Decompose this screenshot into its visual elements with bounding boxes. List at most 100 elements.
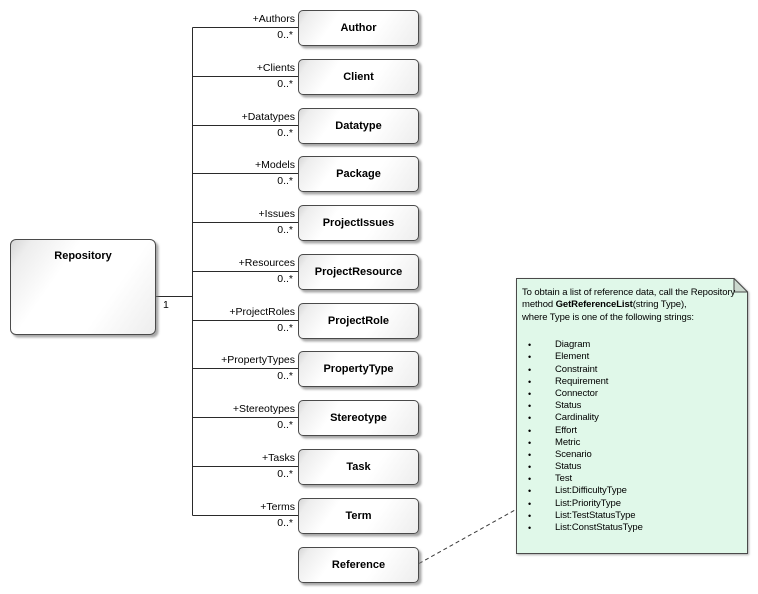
bullet-icon: •	[528, 449, 532, 460]
note-bullet-item: • List:TestStatusType	[522, 510, 746, 522]
role-label-resources: +Resources	[238, 257, 295, 269]
bullet-text: Requirement	[555, 375, 609, 387]
note-bullet-item: • Cardinality	[522, 412, 746, 424]
note-bullet-item: • List:ConstStatusType	[522, 522, 746, 534]
bullet-text: Scenario	[555, 448, 592, 460]
bullet-text: Connector	[555, 387, 598, 399]
note-bullet-item: • Status	[522, 400, 746, 412]
note-bullet-list: •Diagram•Element•Constraint•Requirement•…	[522, 339, 746, 534]
note-bullet-item: •List:DifficultyType	[522, 485, 746, 497]
note-bullet-item: • Element	[522, 351, 746, 363]
bullet-text: List:PriorityType	[555, 497, 621, 509]
class-name-label: Reference	[331, 559, 386, 571]
note-line-3: where Type is one of the following strin…	[522, 311, 694, 323]
role-label-issues: +Issues	[258, 208, 295, 220]
note-fold-corner-icon	[733, 278, 748, 293]
class-node-projectissues[interactable]: ProjectIssues	[298, 205, 419, 241]
bullet-icon: •	[528, 413, 532, 424]
bullet-text: Element	[555, 351, 590, 363]
class-node-projectrole[interactable]: ProjectRole	[298, 303, 419, 339]
bullet-text: Effort	[555, 424, 577, 436]
role-label-models: +Models	[255, 159, 295, 171]
note-bullet-item: • Diagram	[522, 339, 746, 351]
multiplicity-resources: 0..*	[277, 273, 293, 285]
bullet-text: Constraint	[555, 363, 598, 375]
class-name-label: ProjectIssues	[322, 217, 395, 229]
class-node-author[interactable]: Author	[298, 10, 419, 46]
bullet-icon: •	[528, 401, 532, 412]
role-label-authors: +Authors	[252, 13, 295, 25]
multiplicity-stereotypes: 0..*	[277, 419, 293, 431]
multiplicity-issues: 0..*	[277, 224, 293, 236]
class-name-label: Task	[346, 461, 371, 473]
role-label-stereotypes: +Stereotypes	[232, 403, 295, 415]
class-node-propertytype[interactable]: PropertyType	[298, 351, 419, 387]
bullet-icon: •	[528, 498, 532, 509]
bullet-icon: •	[528, 462, 532, 473]
class-node-task[interactable]: Task	[298, 449, 419, 485]
note-line-1: To obtain a list of reference data, call…	[522, 287, 736, 298]
bullet-text: Cardinality	[555, 412, 599, 424]
bullet-icon: •	[528, 425, 532, 436]
class-name-label: Stereotype	[330, 412, 387, 424]
bullet-icon: •	[528, 474, 532, 485]
note-bullet-item: •Metric	[522, 437, 746, 449]
class-name-label: Datatype	[335, 120, 382, 132]
bullet-text: List:DifficultyType	[555, 485, 627, 497]
class-node-datatype[interactable]: Datatype	[298, 108, 419, 144]
bullet-text: List:TestStatusType	[555, 509, 636, 521]
bullet-icon: •	[528, 523, 532, 534]
class-node-term[interactable]: Term	[298, 498, 419, 534]
bullet-text: Status	[555, 400, 582, 412]
role-label-datatypes: +Datatypes	[241, 111, 295, 123]
class-name-label: Client	[343, 71, 374, 83]
multiplicity-authors: 0..*	[277, 29, 293, 41]
class-name-label: Repository	[54, 250, 112, 262]
bullet-icon: •	[528, 376, 532, 387]
role-label-terms: +Terms	[260, 501, 295, 513]
note-text: To obtain a list of reference data, call…	[522, 287, 746, 534]
role-label-propertytypes: +PropertyTypes	[221, 354, 295, 366]
bullet-icon: •	[528, 388, 532, 399]
class-name-label: Package	[336, 168, 381, 180]
bullet-text: Diagram	[555, 339, 591, 351]
bullet-icon: •	[528, 437, 532, 448]
class-node-client[interactable]: Client	[298, 59, 419, 95]
multiplicity-projectroles: 0..*	[277, 322, 293, 334]
note-line-2: method GetReferenceList(string Type),	[522, 299, 687, 311]
role-label-projectroles: +ProjectRoles	[229, 306, 295, 318]
notelink-dashed-line	[418, 509, 516, 564]
bullet-icon: •	[528, 340, 532, 351]
bullet-text: List:ConstStatusType	[555, 522, 643, 534]
multiplicity-tasks: 0..*	[277, 468, 293, 480]
class-node-repository[interactable]: Repository	[10, 239, 156, 335]
note-bullet-item: • Requirement	[522, 376, 746, 388]
multiplicity-datatypes: 0..*	[277, 127, 293, 139]
class-name-label: PropertyType	[323, 363, 394, 375]
note-bullet-item: • Scenario	[522, 449, 746, 461]
note-bullet-item: • Effort	[522, 425, 746, 437]
multiplicity-terms: 0..*	[277, 517, 293, 529]
note-bullet-item: • Test	[522, 473, 746, 485]
class-name-label: Term	[345, 510, 372, 522]
class-name-label: ProjectResource	[314, 266, 403, 278]
class-node-projectresource[interactable]: ProjectResource	[298, 254, 419, 290]
note-bullet-item: •Constraint	[522, 364, 746, 376]
note-body	[516, 278, 748, 554]
note-bullet-item: • Connector	[522, 388, 746, 400]
bullet-icon: •	[528, 510, 532, 521]
role-label-clients: +Clients	[256, 62, 295, 74]
multiplicity-models: 0..*	[277, 175, 293, 187]
bullet-text: Test	[555, 473, 573, 485]
note-getreferencelist[interactable]: To obtain a list of reference data, call…	[516, 278, 748, 554]
role-label-tasks: +Tasks	[262, 452, 295, 464]
bullet-icon: •	[528, 352, 532, 363]
class-node-reference[interactable]: Reference	[298, 547, 419, 583]
class-name-label: ProjectRole	[327, 315, 390, 327]
class-node-stereotype[interactable]: Stereotype	[298, 400, 419, 436]
multiplicity-propertytypes: 0..*	[277, 370, 293, 382]
note-bullet-item: • List:PriorityType	[522, 498, 746, 510]
class-node-package[interactable]: Package	[298, 156, 419, 192]
